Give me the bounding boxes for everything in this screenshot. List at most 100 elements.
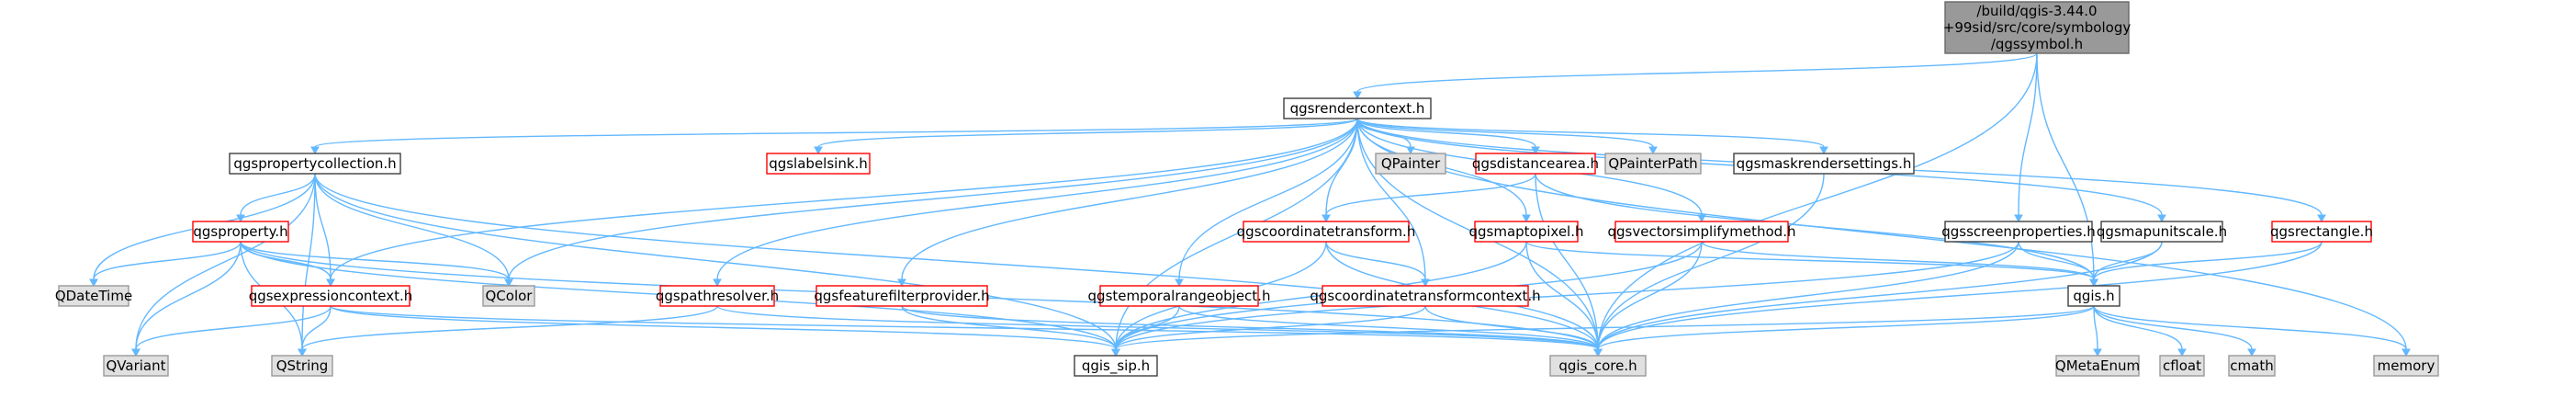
node-box bbox=[2055, 355, 2140, 377]
edge-line bbox=[135, 241, 242, 350]
edge-arrowhead bbox=[2089, 278, 2098, 288]
node-box bbox=[659, 285, 775, 307]
node-qgish[interactable]: qgis.h bbox=[2067, 285, 2120, 307]
node-label: qgscoordinatetransform.h bbox=[1237, 223, 1416, 240]
edge-distancearea-to-coordtransform bbox=[1322, 173, 1536, 223]
edge-arrowhead bbox=[131, 348, 141, 357]
edge-line bbox=[1115, 118, 1358, 350]
node-distancearea[interactable]: qgsdistancearea.h bbox=[1472, 153, 1599, 175]
edge-line bbox=[240, 241, 510, 280]
node-rendercontext[interactable]: qgsrendercontext.h bbox=[1283, 97, 1432, 119]
edge-arrowhead bbox=[1648, 146, 1658, 155]
node-mapunitscale[interactable]: qgsmapunitscale.h bbox=[2097, 221, 2227, 243]
edge-line bbox=[901, 118, 1358, 280]
node-label: qgsdistancearea.h bbox=[1472, 155, 1599, 172]
node-box bbox=[1614, 221, 1789, 243]
node-box bbox=[271, 355, 333, 377]
node-qgissip[interactable]: qgis_sip.h bbox=[1074, 355, 1158, 377]
edge-screenprops-to-qgish bbox=[2018, 241, 2098, 288]
node-label: qgsmaskrendersettings.h bbox=[1737, 155, 1912, 172]
edge-rendercontext-to-propertycollection bbox=[310, 118, 1358, 155]
node-screenprops[interactable]: qgsscreenproperties.h bbox=[1941, 221, 2096, 243]
edge-line bbox=[330, 305, 1599, 350]
node-root[interactable]: /build/qgis-3.44.0+99sid/src/core/symbol… bbox=[1943, 1, 2132, 54]
edge-line bbox=[1325, 173, 1536, 216]
node-label: qgstemporalrangeobject.h bbox=[1088, 288, 1271, 304]
node-pathresolver[interactable]: qgspathresolver.h bbox=[656, 285, 779, 307]
edge-arrowhead bbox=[2093, 348, 2102, 357]
node-label: QDateTime bbox=[55, 288, 132, 304]
node-exprcontext[interactable]: qgsexpressioncontext.h bbox=[249, 285, 413, 307]
node-label: qgsrendercontext.h bbox=[1290, 100, 1425, 117]
node-box bbox=[766, 153, 871, 175]
node-box bbox=[1944, 221, 2093, 243]
edge-line bbox=[1597, 241, 2163, 350]
edge-qgish-to-qmetaenum bbox=[2093, 305, 2102, 357]
edge-arrowhead bbox=[1819, 146, 1828, 155]
node-labelsink[interactable]: qgslabelsink.h bbox=[766, 153, 871, 175]
edge-rectangle-to-qgiscore bbox=[1593, 241, 2323, 357]
node-label: qgsrectangle.h bbox=[2270, 223, 2373, 240]
edge-propertycollection-to-property bbox=[236, 173, 316, 223]
edge-arrowhead bbox=[713, 278, 722, 288]
edge-arrowhead bbox=[2402, 348, 2411, 357]
node-label: qgspropertycollection.h bbox=[233, 155, 396, 172]
edge-line bbox=[1525, 241, 2095, 280]
edge-line bbox=[135, 305, 332, 350]
node-box bbox=[1283, 97, 1432, 119]
node-coordtransform[interactable]: qgscoordinatetransform.h bbox=[1237, 221, 1416, 243]
edge-rendercontext-to-featurefilter bbox=[897, 118, 1358, 288]
edge-vectorsimplify-to-qgiscore bbox=[1593, 241, 1703, 357]
node-qvariant: QVariant bbox=[103, 355, 169, 377]
node-label: cfloat bbox=[2163, 357, 2201, 374]
node-memory: memory bbox=[2373, 355, 2439, 377]
node-label: qgscoordinatetransformcontext.h bbox=[1310, 288, 1540, 304]
node-maptopixel[interactable]: qgsmaptopixel.h bbox=[1468, 221, 1584, 243]
edge-line bbox=[240, 173, 316, 216]
edge-root-to-qgiscore bbox=[1593, 52, 2038, 357]
edge-line bbox=[2093, 305, 2098, 350]
node-label: /build/qgis-3.44.0 bbox=[1976, 3, 2097, 19]
node-box bbox=[482, 285, 535, 307]
node-box bbox=[1375, 153, 1446, 175]
node-label: qgsmapunitscale.h bbox=[2097, 223, 2227, 240]
edge-arrowhead bbox=[2177, 348, 2187, 357]
edge-line bbox=[301, 305, 332, 350]
node-propertycollection[interactable]: qgspropertycollection.h bbox=[229, 153, 401, 175]
edge-arrowhead bbox=[310, 146, 320, 155]
edge-qgish-to-qgissip bbox=[1111, 305, 2095, 357]
node-label: QVariant bbox=[106, 357, 165, 374]
edge-line bbox=[1356, 118, 1654, 148]
edge-line bbox=[1115, 305, 1180, 350]
edge-line bbox=[1178, 305, 1599, 350]
edge-line bbox=[901, 305, 1599, 350]
edge-line bbox=[901, 305, 1117, 350]
edge-line bbox=[1597, 241, 1703, 350]
node-box bbox=[2067, 285, 2120, 307]
node-box bbox=[816, 285, 988, 307]
node-label: qgsfeaturefilterprovider.h bbox=[814, 288, 989, 304]
node-temporalrange[interactable]: qgstemporalrangeobject.h bbox=[1088, 285, 1271, 307]
node-rectangle[interactable]: qgsrectangle.h bbox=[2270, 221, 2373, 243]
node-coordtransformctx[interactable]: qgscoordinatetransformcontext.h bbox=[1310, 285, 1541, 307]
node-qdatetime: QDateTime bbox=[55, 285, 132, 307]
edge-line bbox=[330, 118, 1358, 280]
node-box bbox=[1099, 285, 1259, 307]
node-featurefilter[interactable]: qgsfeaturefilterprovider.h bbox=[814, 285, 990, 307]
edge-arrowhead bbox=[298, 348, 307, 357]
edge-line bbox=[716, 305, 1599, 350]
node-label: qgis_core.h bbox=[1558, 357, 1637, 375]
edge-line bbox=[135, 173, 316, 350]
edge-line bbox=[1597, 241, 2019, 350]
node-qgiscore: qgis_core.h bbox=[1549, 355, 1647, 377]
node-maskrender[interactable]: qgsmaskrendersettings.h bbox=[1733, 153, 1915, 175]
node-box bbox=[2271, 221, 2372, 243]
node-property[interactable]: qgsproperty.h bbox=[192, 221, 289, 243]
node-box bbox=[1322, 285, 1529, 307]
edge-arrowhead bbox=[504, 278, 513, 288]
node-box bbox=[1604, 153, 1702, 175]
edge-line bbox=[2036, 52, 2095, 280]
edge-line bbox=[2093, 305, 2183, 350]
node-qpainterpath: QPainterPath bbox=[1604, 153, 1702, 175]
node-vectorsimplify[interactable]: qgsvectorsimplifymethod.h bbox=[1608, 221, 1796, 243]
